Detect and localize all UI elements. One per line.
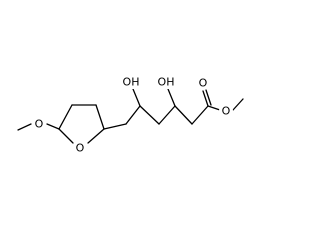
- bond-c5-ch2: [103, 123, 127, 130]
- bond-ring-c5-ring-o: [87, 128, 105, 144]
- bond-choh2-ch2-right: [174, 105, 193, 125]
- methoxy-oxygen: O: [32, 117, 46, 131]
- bond-carbonyl-double-1: [202, 90, 209, 107]
- atom-labels: O O OH OH O O: [32, 75, 233, 155]
- hydroxyl-right: OH: [155, 75, 177, 89]
- hydroxyl-left-label: OH: [123, 76, 140, 89]
- carbonyl-oxygen-label: O: [199, 77, 208, 90]
- structure-diagram: O O OH OH O O: [17, 75, 244, 155]
- bond-choh-oh-left: [132, 88, 141, 107]
- bond-ch2-right-carbonyl-c: [191, 105, 209, 125]
- ring-oxygen: O: [73, 141, 87, 155]
- hydroxyl-left: OH: [120, 75, 142, 89]
- bond-ch2-choh: [125, 105, 141, 125]
- carbonyl-oxygen: O: [196, 76, 210, 90]
- bond-carbonyl-c-ester-o: [207, 105, 221, 111]
- bond-acetal-c-ring-o: [58, 128, 74, 144]
- hydroxyl-right-label: OH: [158, 76, 175, 89]
- bond-choh2-oh-right: [167, 88, 176, 107]
- ester-oxygen-label: O: [222, 105, 231, 118]
- ring-oxygen-label: O: [76, 142, 85, 155]
- bond-ester-o-methyl: [232, 98, 244, 111]
- bond-acetal-c-ring-c3: [58, 104, 73, 130]
- bonds: [17, 88, 244, 144]
- bond-methoxy-o-acetal-c: [46, 123, 60, 130]
- bond-methyl-methoxy-o: [17, 123, 32, 131]
- bond-ring-c4-c5: [95, 104, 105, 130]
- bond-ch2-mid-choh2: [158, 105, 176, 125]
- ester-oxygen: O: [219, 104, 233, 118]
- methoxy-oxygen-label: O: [35, 118, 44, 131]
- bond-carbonyl-double-2: [205, 89, 212, 106]
- bond-choh-ch2-mid: [139, 105, 160, 125]
